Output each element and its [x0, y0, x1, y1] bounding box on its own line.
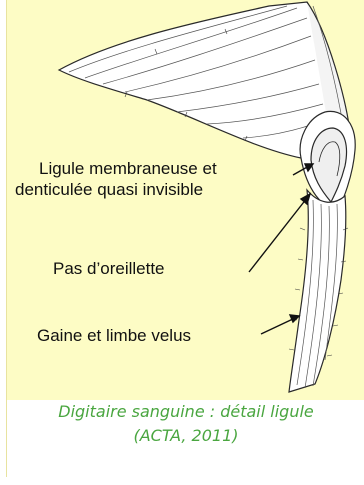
figure-caption: Digitaire sanguine : détail ligule (ACTA…: [7, 400, 364, 448]
ligule-label-line2: denticulée quasi invisible: [11, 179, 349, 200]
figure-panel: Ligule membraneuse et denticulée quasi i…: [6, 0, 364, 477]
caption-line1: Digitaire sanguine : détail ligule: [7, 400, 364, 424]
gaine-label: Gaine et limbe velus: [37, 325, 191, 346]
oreillette-label: Pas d’oreillette: [53, 258, 165, 279]
ligule-label: Ligule membraneuse et denticulée quasi i…: [11, 158, 349, 200]
ligule-label-line1: Ligule membraneuse et: [11, 158, 349, 179]
caption-line2: (ACTA, 2011): [7, 424, 364, 448]
